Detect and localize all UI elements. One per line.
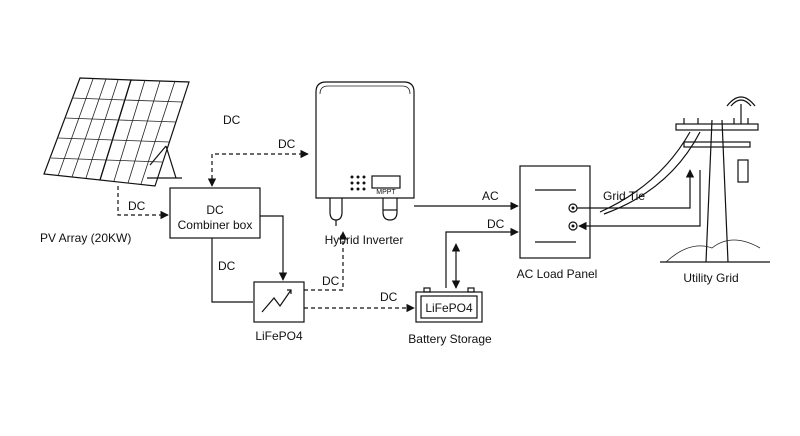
- utility-grid-label: Utility Grid: [683, 271, 738, 285]
- lightning-icon: [261, 289, 292, 313]
- combiner-lifepo4-link-right: [260, 215, 288, 281]
- inverter-display-label: MPPT: [376, 189, 396, 196]
- dc-combiner-lifepo4-label: DC: [218, 259, 236, 273]
- lifepo4-unit-label: LiFePO4: [255, 329, 303, 343]
- dc-battery-panel-label: DC: [487, 217, 505, 231]
- combiner-box: [169, 187, 261, 239]
- battery-panel-link: [445, 227, 519, 288]
- dc-pv-combiner-label: DC: [128, 199, 146, 213]
- lifepo4-unit: [253, 281, 305, 323]
- grid-tie-label: Grid Tie: [603, 189, 645, 203]
- ac-load-panel-label: AC Load Panel: [517, 267, 598, 281]
- grid-out-link: [577, 169, 695, 209]
- dc-lifepo4-battery-label: DC: [380, 290, 398, 304]
- combiner-inverter-link: [207, 149, 309, 187]
- battery-storage-label: Battery Storage: [408, 332, 492, 346]
- hybrid-inverter-icon: [315, 81, 415, 226]
- pv-array-label: PV Array (20KW): [40, 231, 131, 245]
- pv-combiner-link: [117, 186, 169, 220]
- utility-pole-icon: [599, 96, 770, 263]
- combiner-lifepo4-link-left: [211, 238, 253, 303]
- dc-top-label: DC: [223, 113, 241, 127]
- ac-load-panel-icon: [519, 165, 591, 259]
- battery-label: LiFePO4: [425, 301, 473, 315]
- ac-inverter-panel-label: AC: [482, 189, 499, 203]
- combiner-box-label: Combiner box: [178, 218, 253, 232]
- hybrid-inverter-label: Hybrid Inverter: [325, 233, 404, 247]
- grid-in-link: [578, 170, 701, 231]
- lifepo4-inverter-link: [304, 231, 348, 291]
- dc-lifepo4-inverter-label: DC: [322, 274, 340, 288]
- pv-array-icon: [43, 77, 190, 187]
- dc-to-inverter-label: DC: [278, 137, 296, 151]
- battery-icon: [415, 287, 483, 323]
- combiner-box-label-top: DC: [206, 203, 224, 217]
